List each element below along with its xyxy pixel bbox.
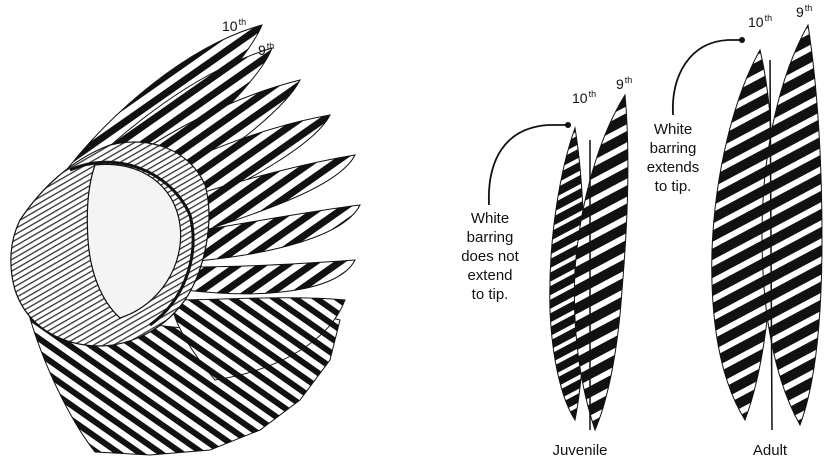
juvenile-note: White barring does not extend to tip. bbox=[452, 209, 528, 304]
wing-label-9th: 9th bbox=[258, 38, 274, 58]
juvenile-feathers bbox=[550, 95, 628, 430]
juvenile-caption: Juvenile bbox=[535, 442, 625, 460]
adult-note: White barring extends to tip. bbox=[637, 120, 709, 196]
wing-label-10th: 10th bbox=[222, 14, 246, 34]
adult-caption: Adult bbox=[730, 442, 810, 460]
adult-leader-dot bbox=[739, 37, 745, 43]
juvenile-leader-dot bbox=[565, 122, 571, 128]
juvenile-feather-9 bbox=[574, 95, 627, 430]
adult-label-9th: 9th bbox=[796, 0, 812, 20]
adult-feathers bbox=[712, 25, 822, 430]
adult-label-10th: 10th bbox=[748, 10, 772, 30]
juvenile-label-10th: 10th bbox=[572, 86, 596, 106]
adult-shaft bbox=[770, 60, 772, 430]
wing-illustration bbox=[11, 25, 360, 455]
juvenile-leader-line bbox=[489, 125, 566, 205]
juvenile-label-9th: 9th bbox=[616, 72, 632, 92]
adult-leader-line bbox=[673, 40, 740, 115]
